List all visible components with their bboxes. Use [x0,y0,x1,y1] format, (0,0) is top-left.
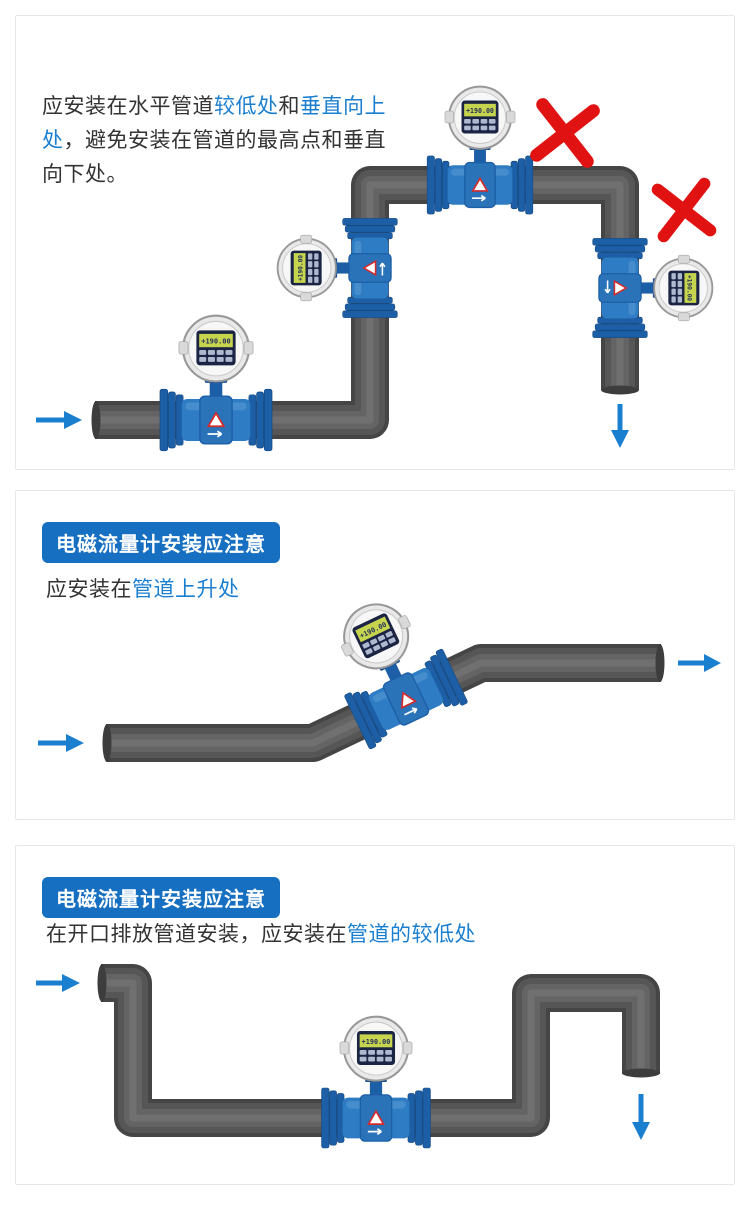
text-segment: 应安装在水平管道 [42,95,214,118]
pipe-open-end [97,964,107,1002]
panel1-instruction-text: 应安装在水平管道较低处和垂直向上处，避免安装在管道的最高点和垂直向下处。 [42,90,394,192]
text-segment-highlight: 垂直向上处 [42,95,386,152]
pipe-open-end [91,401,101,439]
flowmeter-horizontal-low [158,314,274,452]
pipe-open-end [601,385,639,395]
flow-arrow-right [38,734,84,752]
pipe-diagram-3 [36,964,660,1149]
instruction-panel-open-discharge: 电磁流量计安装应注意 在开口排放管道安装，应安装在管道的较低处 [15,845,735,1185]
pipe-open-end [655,644,665,682]
error-x-icon [651,177,717,243]
flow-arrow-right [36,974,80,992]
error-x-icon [530,98,600,168]
panel3-instruction-text: 在开口排放管道安装，应安装在管道的较低处 [46,918,476,952]
pipe-open-end [622,1068,660,1078]
flowmeter-vertical-up [276,217,399,319]
section-badge: 电磁流量计安装应注意 [42,877,280,918]
flow-arrow-down [632,1094,650,1140]
instruction-panel-horizontal-low: 应安装在水平管道较低处和垂直向上处，避免安装在管道的最高点和垂直向下处。 [15,15,735,470]
text-segment: 应安装在 [46,578,132,601]
flowmeter-low-point [320,1015,432,1149]
instruction-panel-rising-pipe: 电磁流量计安装应注意 应安装在管道上升处 [15,490,735,820]
flow-arrow-right [36,411,82,429]
flowmeter-high-point-wrong [426,85,534,216]
pipe-diagram-1 [36,85,717,452]
text-segment: 和 [278,95,300,118]
flow-arrow-down [611,404,629,448]
pipe-run [97,964,660,1137]
section-badge: 电磁流量计安装应注意 [42,522,280,563]
flow-arrow-right [678,654,721,672]
panel2-instruction-text: 应安装在管道上升处 [46,573,240,607]
text-segment-highlight: 管道的较低处 [347,923,476,946]
pipe-diagram-2 [38,583,721,762]
text-segment: ，避免安装在管道的最高点和垂直向下处。 [42,129,386,186]
pipe-open-end [102,724,112,762]
text-segment: 在开口排放管道安装，应安装在 [46,923,347,946]
text-segment-highlight: 较低处 [214,95,279,118]
text-segment-highlight: 管道上升处 [132,578,240,601]
flowmeter-vertical-down-wrong [591,237,714,339]
